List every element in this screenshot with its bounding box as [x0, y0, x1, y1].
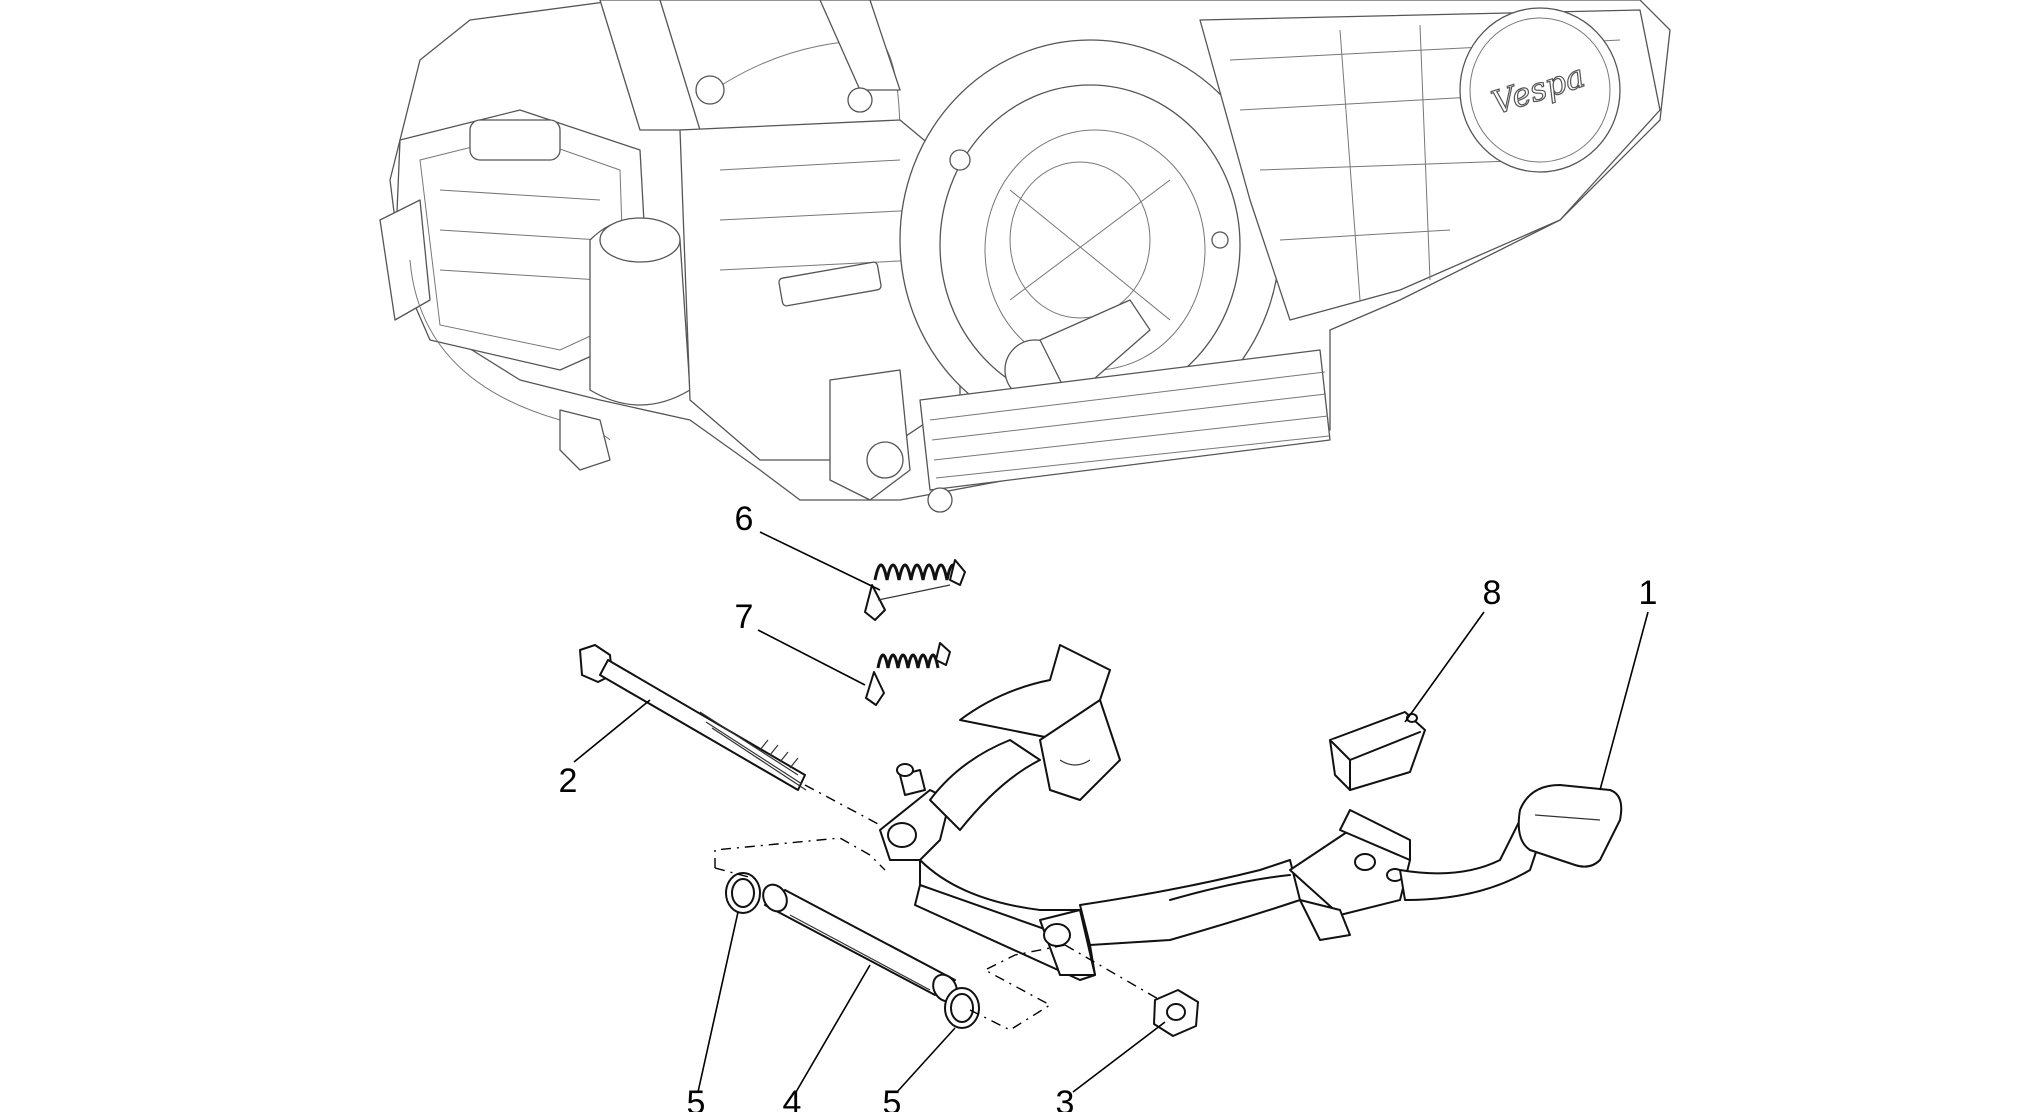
small-spring-part — [865, 642, 951, 706]
pivot-pin-part — [762, 883, 958, 1003]
rubber-stop-part — [1329, 711, 1426, 791]
callout-labels: 1 2 3 4 5 5 6 7 8 — [559, 500, 1658, 1112]
callout-5-right: 5 — [883, 1084, 902, 1112]
callout-6: 6 — [735, 500, 754, 538]
washer-right-part — [944, 987, 980, 1029]
callout-4: 4 — [783, 1084, 802, 1112]
callout-8: 8 — [1483, 574, 1502, 612]
engine-assembly: Vespa — [379, 0, 1671, 513]
washer-left-part — [725, 872, 761, 914]
center-stand-part — [879, 644, 1623, 981]
leader-1 — [1599, 611, 1649, 791]
assembly-guides — [714, 784, 1161, 1031]
leader-8 — [1404, 611, 1485, 723]
leader-5a — [697, 911, 739, 1093]
leader-6 — [759, 531, 881, 591]
leader-lines — [573, 531, 1649, 1093]
callout-1: 1 — [1639, 574, 1658, 612]
leader-2 — [573, 699, 651, 763]
leader-3 — [1072, 1021, 1166, 1093]
leader-5b — [896, 1027, 956, 1093]
nut-part — [1153, 989, 1199, 1037]
large-spring-part — [864, 559, 966, 621]
leader-4 — [795, 964, 871, 1093]
callout-5-left: 5 — [687, 1084, 706, 1112]
leader-7 — [757, 629, 866, 686]
callout-7: 7 — [735, 598, 754, 636]
callout-2: 2 — [559, 762, 578, 800]
callout-3: 3 — [1056, 1084, 1075, 1112]
long-bolt-part — [579, 644, 807, 791]
